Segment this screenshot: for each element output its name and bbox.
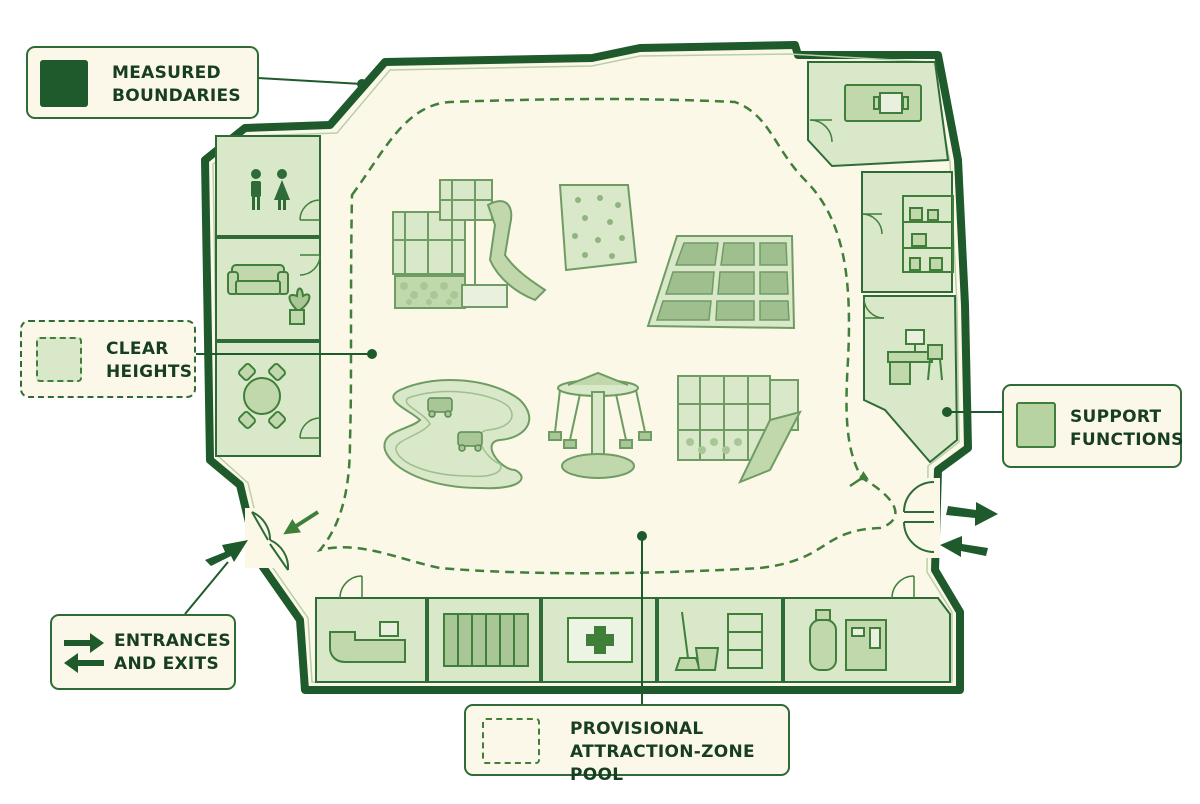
lounge-sofa-icon — [227, 264, 289, 295]
solid-square-icon — [40, 60, 88, 107]
go-kart-track-icon — [383, 379, 531, 490]
first-aid-icon — [567, 617, 633, 663]
west-entrance-doors — [245, 508, 290, 571]
swing-carousel-icon — [548, 371, 652, 479]
legend-label: FUNCTIONS — [1070, 430, 1184, 450]
legend-label: ATTRACTION-ZONE POOL — [570, 742, 755, 785]
exit-flow-arrow — [849, 471, 869, 488]
attraction-zone-pool — [316, 97, 897, 575]
entry-flow-arrow — [283, 510, 320, 535]
janitor-closet-icon — [674, 611, 763, 671]
exit-arrow-icon — [946, 502, 998, 526]
restroom-room — [215, 135, 321, 237]
office-desk-icon — [887, 329, 943, 385]
trampoline-grid-icon — [646, 235, 796, 330]
restroom-icon — [251, 169, 290, 210]
dashed-outline-square-icon — [482, 718, 540, 764]
storage-shelf-icon — [902, 195, 954, 273]
legend-clear-heights: CLEAR HEIGHTS — [20, 320, 196, 398]
bottom-doors — [339, 575, 915, 599]
entrance-arrow-icon — [940, 536, 988, 557]
climbing-wall-icon — [558, 184, 638, 272]
left-doors — [299, 199, 321, 439]
ticket-counter-icon — [329, 621, 406, 663]
entrance-arrow-icon — [205, 540, 248, 566]
east-exit-doors — [903, 478, 940, 558]
mechanical-room-icon — [809, 609, 887, 671]
legend-label: BOUNDARIES — [112, 86, 241, 106]
legend-label: PROVISIONAL — [570, 719, 704, 739]
double-arrow-icon — [64, 633, 104, 673]
lockers-icon — [443, 613, 529, 667]
play-structure-with-slide-icon — [392, 179, 547, 309]
legend-entrances-exits: ENTRANCES AND EXITS — [50, 614, 236, 690]
legend-label: ENTRANCES — [114, 631, 231, 651]
dashed-square-icon — [36, 337, 82, 382]
legend-label: AND EXITS — [114, 654, 219, 674]
legend-label: HEIGHTS — [106, 362, 193, 382]
legend-support-functions: SUPPORT FUNCTIONS — [1002, 384, 1184, 468]
soft-play-structure-icon — [677, 375, 802, 484]
plant-icon — [288, 287, 311, 325]
reception-desk-icon — [844, 84, 922, 122]
right-doors — [809, 119, 885, 319]
legend-label: MEASURED — [112, 63, 221, 83]
legend-label: SUPPORT — [1070, 407, 1162, 427]
light-square-icon — [1016, 402, 1056, 448]
legend-label: CLEAR — [106, 339, 169, 359]
meeting-table-icon — [238, 363, 286, 429]
storage-room — [861, 171, 953, 293]
leader-lines — [184, 77, 1002, 704]
legend-attraction-zone-pool: PROVISIONAL ATTRACTION-ZONE POOL — [464, 704, 790, 785]
legend-measured-boundaries: MEASURED BOUNDARIES — [26, 46, 259, 119]
